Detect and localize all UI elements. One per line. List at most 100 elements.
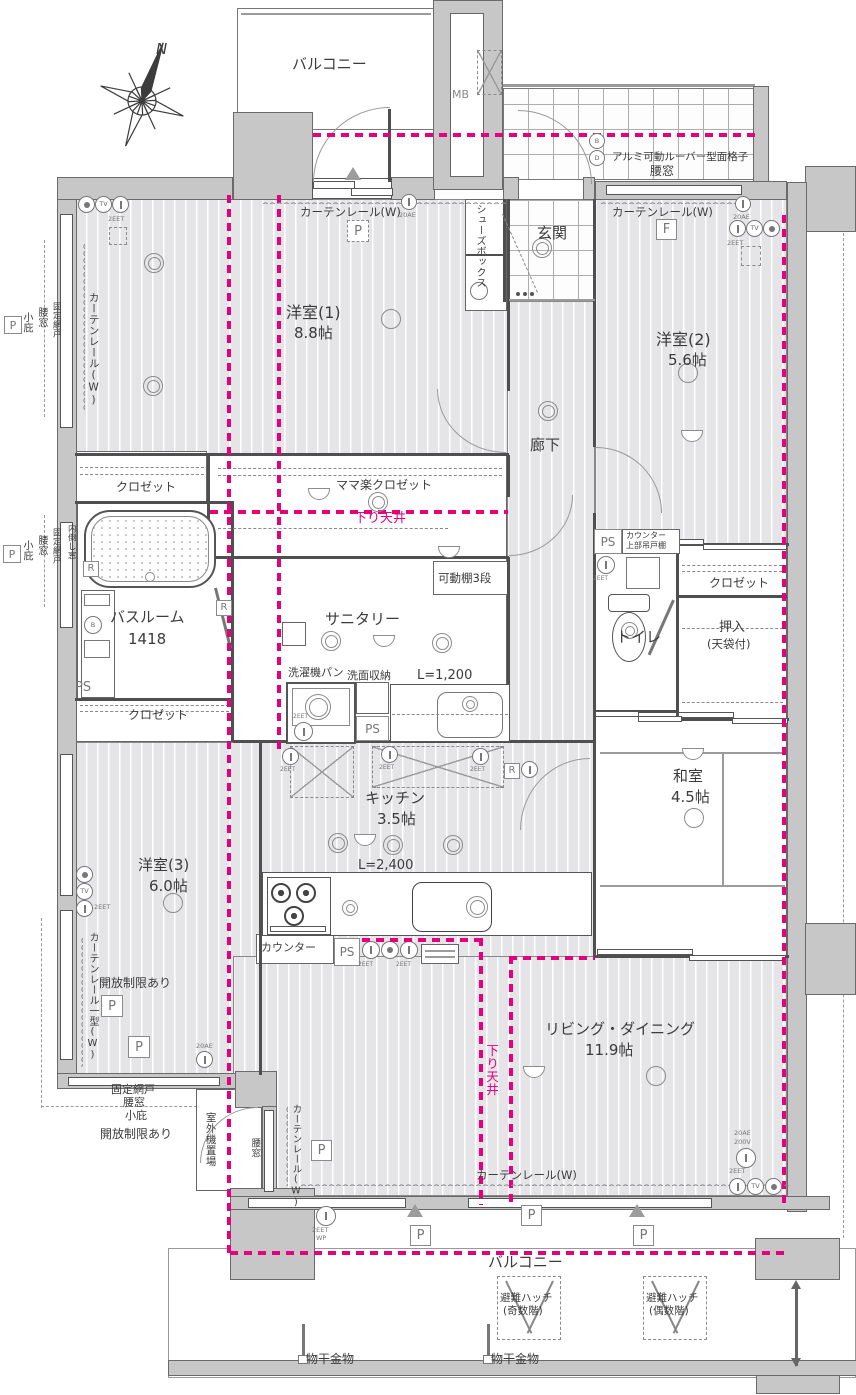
hallway-label: 廊下 (530, 436, 561, 454)
outlet-symbol (316, 1206, 336, 1226)
p-marker: P (3, 545, 21, 563)
r-marker: R (83, 561, 99, 577)
sliding-door (595, 711, 639, 717)
vanity-basin (437, 692, 503, 738)
sliding-sash (313, 181, 355, 189)
p-marker: P (4, 316, 22, 334)
interior-wall (75, 698, 233, 701)
curtain-rail-label: カーテンレール(W) (290, 1104, 302, 1209)
outlet-symbol (763, 220, 780, 237)
laundry-pole-base (483, 1355, 493, 1364)
outlet-symbol (76, 866, 93, 883)
stove-burner (296, 883, 316, 903)
bathroom-label: バスルーム (110, 608, 185, 626)
ceiling-light-symbol (646, 1066, 666, 1086)
tech-label: 2EET (358, 961, 374, 968)
window (248, 1198, 406, 1208)
lowered-ceiling-line (227, 195, 231, 1253)
open-limit-label: 開放制限あり (100, 1127, 173, 1141)
tech-label: 2EET (379, 764, 395, 771)
outlet-symbol (401, 194, 417, 210)
small-eaves-label: 小庇 (125, 1109, 147, 1122)
ps-label: PS (75, 680, 92, 695)
l1200-label: L=1,200 (417, 668, 473, 683)
hanger-pipe-line (80, 474, 204, 475)
window (60, 754, 73, 896)
outlet-symbol (597, 556, 615, 574)
eaves-dashed-line (44, 515, 45, 607)
tech-label: 2EET (396, 961, 412, 968)
movable-shelf-label: 可動棚3段 (438, 571, 492, 585)
outer-wall-slab (805, 923, 856, 995)
outlet-symbol (196, 1051, 213, 1068)
ceiling-light-symbol (143, 376, 163, 396)
arrow-head (791, 1280, 801, 1289)
step-dots (523, 292, 527, 296)
curtain-rail-wave (78, 937, 83, 1067)
japanese-room-size: 4.5帖 (671, 788, 710, 806)
oshiire-label: 押入 (719, 620, 746, 635)
wall (753, 86, 769, 182)
oshiire-shelf-line (682, 702, 783, 703)
wall-column (233, 112, 313, 200)
escape-hatch-even-label: (偶数階) (649, 1305, 689, 1317)
ceiling-light-symbol (381, 309, 401, 329)
curtain-rail-bar-label: カーテンレール一型(W) (87, 932, 98, 1061)
tech-label: 2EET (470, 766, 486, 773)
compass-north-label: N (156, 40, 168, 58)
laundry-pole-base (298, 1355, 308, 1364)
hanger-pipe-line (80, 467, 204, 468)
tatami-line (600, 885, 785, 887)
curtain-rail-wave (262, 199, 508, 204)
curtain-rail-label: カーテンレール(W) (476, 1168, 577, 1182)
interior-wall (503, 199, 506, 302)
bell-symbol: D (589, 150, 605, 166)
p-marker: P (311, 1140, 332, 1161)
ceiling-light-symbol (144, 253, 164, 273)
p-marker: P (633, 1225, 654, 1246)
lowered-ceiling-line (362, 938, 482, 942)
p-marker: P (101, 995, 123, 1017)
laundry-bracket-label: 物干金物 (306, 1352, 355, 1366)
ceiling-light-symbol (678, 363, 698, 383)
hanger-pipe-line (80, 705, 229, 706)
porch-edge-line (503, 84, 755, 87)
wall (390, 177, 435, 200)
hanger-pipe-line (682, 571, 782, 572)
tv-outlet-symbol: TV (747, 1178, 764, 1195)
arrow-head (791, 1358, 801, 1367)
balcony-railing-line (241, 13, 431, 15)
interior-wall (593, 513, 596, 958)
tech-label: 20AE (399, 211, 416, 219)
window (468, 1198, 712, 1208)
triangle-marker (407, 1204, 423, 1217)
fixed-screen-label: 固定網戸 (111, 1083, 155, 1096)
shoes-box-shelf (466, 254, 506, 256)
ps-marker: PS (356, 716, 389, 741)
ceiling-light-symbol (538, 401, 558, 421)
p-marker: P (128, 1036, 150, 1058)
lowered-ceiling-label: 下り天井 (354, 511, 407, 526)
interior-wall (676, 551, 679, 721)
sanitary-label: サニタリー (325, 610, 401, 628)
curtain-rail-label: カーテンレール(W) (300, 205, 401, 219)
fixed-screen-label: 固定網戸 (51, 528, 62, 564)
lowered-ceiling-line (277, 195, 281, 755)
western-room2-label: 洋室(2) (656, 330, 711, 349)
window (60, 910, 73, 1060)
shoes-box-symbol (470, 282, 488, 300)
escape-hatch-odd-label: (奇数階) (503, 1305, 543, 1317)
sliding-door (638, 716, 682, 722)
hanger-pipe-line (80, 711, 229, 712)
interior-wall (259, 740, 262, 1075)
outlet-symbol (729, 220, 746, 237)
outlet-symbol (381, 746, 398, 763)
wall (503, 177, 519, 200)
lowered-ceiling-line (479, 938, 483, 1205)
stove-burner (284, 906, 304, 926)
stove-grill (270, 926, 326, 932)
lowered-ceiling-line (509, 956, 513, 1205)
bathroom-size: 1418 (128, 630, 167, 648)
interior-wall (75, 501, 233, 504)
eaves-dashed-line (41, 918, 42, 1108)
